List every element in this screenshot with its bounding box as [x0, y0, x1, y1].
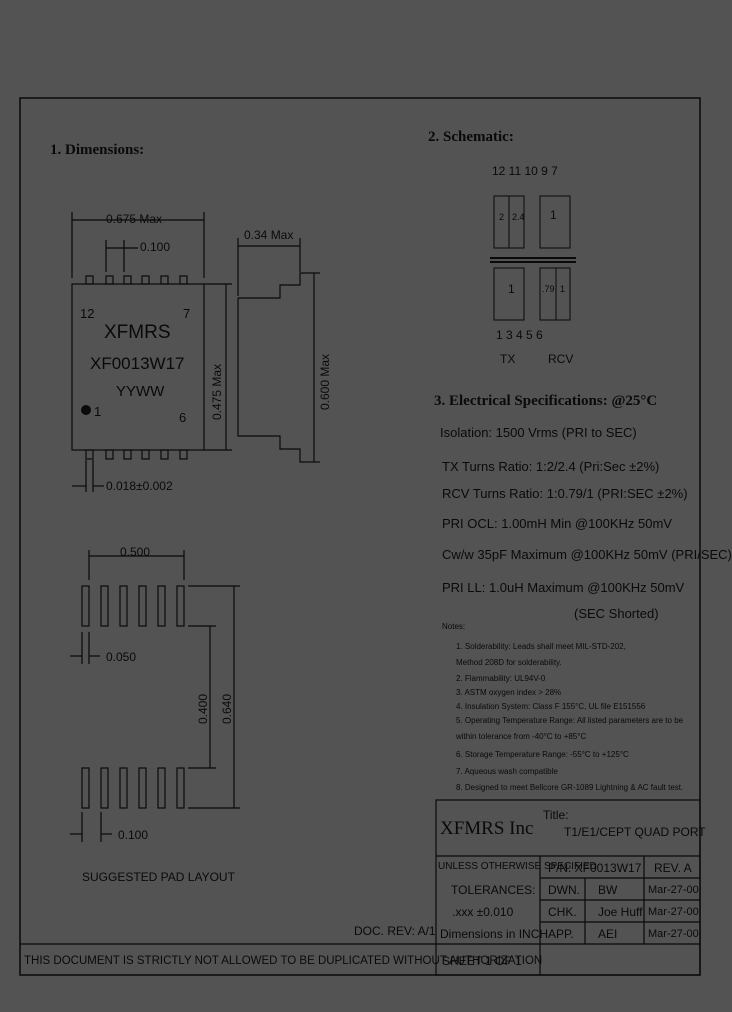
note-item: 3. ASTM oxygen index > 28%: [456, 688, 562, 697]
spec-pri-ll: PRI LL: 1.0uH Maximum @100KHz 50mV: [442, 580, 685, 595]
spec-rcv-ratio: RCV Turns Ratio: 1:0.79/1 (PRI:SEC ±2%): [442, 486, 688, 501]
height-max-label: 0.34 Max: [244, 228, 294, 242]
pin-12-label: 12: [80, 306, 95, 321]
pad-pitch-label: 0.100: [118, 828, 149, 842]
chk-date: Mar-27-00: [648, 906, 699, 918]
pin-1-dot: [81, 405, 91, 415]
pin-7-label: 7: [183, 306, 191, 321]
chk-label: CHK.: [548, 905, 577, 919]
pad-row-gap-label: 0.400: [196, 693, 210, 724]
dimension-units: Dimensions in INCH: [440, 927, 549, 941]
chk-name: Joe Huff: [598, 905, 643, 919]
overall-max-label: 0.600 Max: [318, 353, 332, 410]
note-item: 1. Solderability: Leads shall meet MIL-S…: [456, 642, 626, 651]
ratio-e: .79: [542, 284, 555, 294]
tolerance-value: .xxx ±0.010: [452, 905, 514, 919]
chip-date-code: YYWW: [116, 383, 165, 400]
unless-specified: UNLESS OTHERWISE SPECIFIED: [438, 861, 597, 872]
company-name: XFMRS Inc: [440, 818, 534, 839]
chip-logo: XFMRS: [104, 322, 171, 343]
note-item: 7. Aqueous wash compatible: [456, 767, 558, 776]
app-label: APP.: [548, 927, 574, 941]
note-item: within tolerance from -40°C to +85°C: [456, 732, 587, 741]
body-max-label: 0.475 Max: [210, 363, 224, 420]
pad-overall-label: 0.640: [220, 693, 234, 724]
document-title: T1/E1/CEPT QUAD PORT: [564, 825, 706, 839]
title-label: Title:: [543, 808, 569, 822]
spec-pri-ocl: PRI OCL: 1.00mH Min @100KHz 50mV: [442, 516, 672, 531]
notes-title: Notes:: [442, 622, 466, 631]
note-item: 6. Storage Temperature Range: -55°C to +…: [456, 750, 629, 759]
spec-tx-ratio: TX Turns Ratio: 1:2/2.4 (Pri:Sec ±2%): [442, 459, 660, 474]
lead-width-label: 0.018±0.002: [106, 479, 173, 493]
pitch-label: 0.100: [140, 240, 171, 254]
schematic-top-pins: 12 11 10 9 7: [492, 164, 558, 178]
revision: REV. A: [654, 861, 692, 875]
tolerances-label: TOLERANCES:: [451, 883, 536, 897]
spec-cww: Cw/w 35pF Maximum @100KHz 50mV (PRI/SEC): [442, 547, 732, 562]
note-item: 5. Operating Temperature Range: All list…: [456, 716, 684, 725]
schematic-tx-label: TX: [500, 352, 516, 366]
app-date: Mar-27-00: [648, 928, 699, 940]
dwn-date: Mar-27-00: [648, 884, 699, 896]
dwn-name: BW: [598, 883, 618, 897]
note-item: Method 208D for solderability.: [456, 658, 562, 667]
note-item: 8. Designed to meet Bellcore GR-1089 Lig…: [456, 783, 684, 792]
width-max-label: 0.675 Max: [106, 212, 163, 226]
pin-1-label: 1: [94, 404, 102, 419]
pad-width-label: 0.050: [106, 650, 137, 664]
schematic-heading: 2. Schematic:: [428, 129, 514, 145]
ratio-c: 1: [550, 208, 557, 222]
dwn-label: DWN.: [548, 883, 580, 897]
pin-6-label: 6: [179, 410, 187, 425]
part-number: P/N: XF0013W17: [548, 861, 642, 875]
chip-body: [71, 283, 205, 451]
schematic-rcv-label: RCV: [548, 352, 574, 366]
electrical-heading: 3. Electrical Specifications: @25°C: [434, 393, 658, 409]
pad-span-label: 0.500: [120, 545, 151, 559]
ratio-d: 1: [508, 282, 515, 296]
chip-part-number: XF0013W17: [90, 354, 185, 373]
note-item: 2. Flammability: UL94V-0: [456, 674, 546, 683]
ratio-f: 1: [560, 284, 566, 294]
doc-revision: DOC. REV: A/1: [354, 924, 436, 938]
ratio-b: 2.4: [512, 212, 525, 222]
note-item: 4. Insulation System: Class F 155°C, UL …: [456, 702, 646, 711]
dimensions-heading: 1. Dimensions:: [50, 142, 145, 158]
sheet-number: SHEET 1 OF 1: [442, 954, 522, 968]
ratio-a: 2: [499, 212, 505, 222]
schematic-bottom-pins: 1 3 4 5 6: [496, 328, 543, 342]
duplication-notice: THIS DOCUMENT IS STRICTLY NOT ALLOWED TO…: [24, 955, 543, 967]
spec-isolation: Isolation: 1500 Vrms (PRI to SEC): [440, 425, 637, 440]
pad-layout-caption: SUGGESTED PAD LAYOUT: [82, 870, 235, 884]
spec-sec-shorted: (SEC Shorted): [574, 606, 659, 621]
app-name: AEI: [598, 927, 618, 941]
